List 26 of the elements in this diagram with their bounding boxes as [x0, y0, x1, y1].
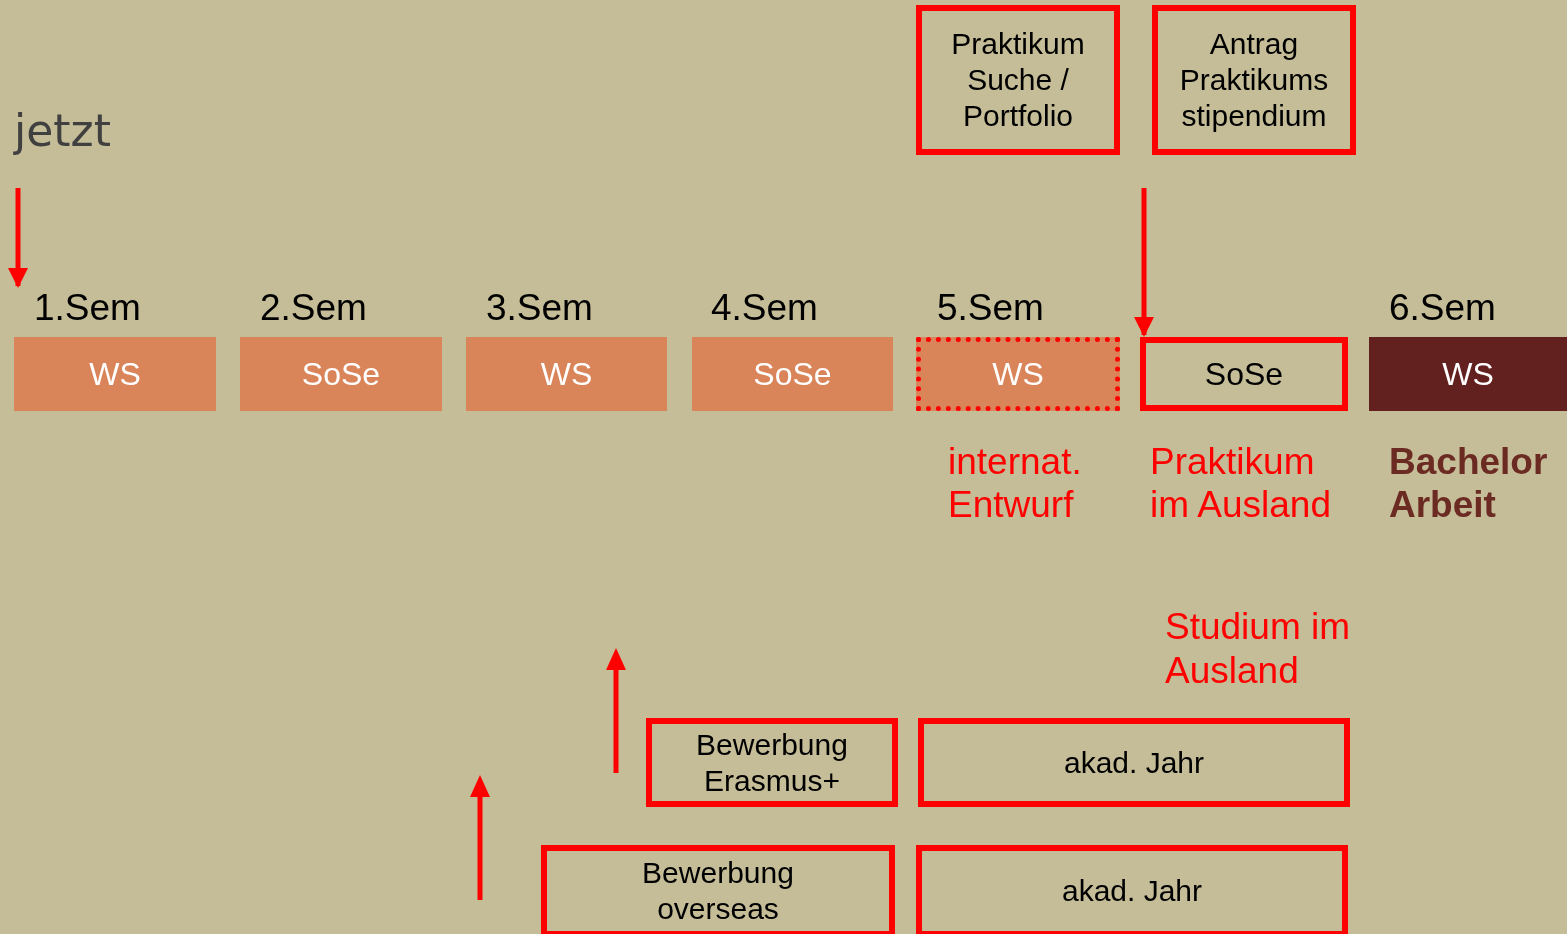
semester-heading: 5.Sem — [937, 288, 1044, 328]
semester-box: WS — [14, 337, 216, 411]
semester-box: WS — [916, 337, 1120, 411]
semester-box: SoSe — [692, 337, 893, 411]
semester-heading: 6.Sem — [1389, 288, 1496, 328]
task-box: Bewerbung overseas — [541, 845, 895, 934]
task-box: Antrag Praktikums stipendium — [1152, 5, 1356, 155]
semester-note: Bachelor Arbeit — [1389, 440, 1549, 526]
task-box: Bewerbung Erasmus+ — [646, 718, 898, 807]
task-box: Praktikum Suche / Portfolio — [916, 5, 1120, 155]
semester-box: WS — [466, 337, 667, 411]
semester-note: internat. Entwurf — [948, 440, 1083, 526]
semester-box: SoSe — [1140, 337, 1348, 411]
study-abroad-label: Studium im Ausland — [1165, 605, 1352, 693]
semester-box: WS — [1369, 337, 1567, 411]
arrow — [8, 188, 28, 288]
now-label: jetzt — [14, 105, 112, 157]
semester-heading: 2.Sem — [260, 288, 367, 328]
arrow — [1134, 188, 1154, 337]
semester-note: Praktikum im Ausland — [1150, 440, 1332, 526]
task-box: akad. Jahr — [916, 845, 1348, 934]
semester-heading: 4.Sem — [711, 288, 818, 328]
semester-box: SoSe — [240, 337, 442, 411]
semester-heading: 3.Sem — [486, 288, 593, 328]
semester-heading: 1.Sem — [34, 288, 141, 328]
task-box: akad. Jahr — [918, 718, 1350, 807]
